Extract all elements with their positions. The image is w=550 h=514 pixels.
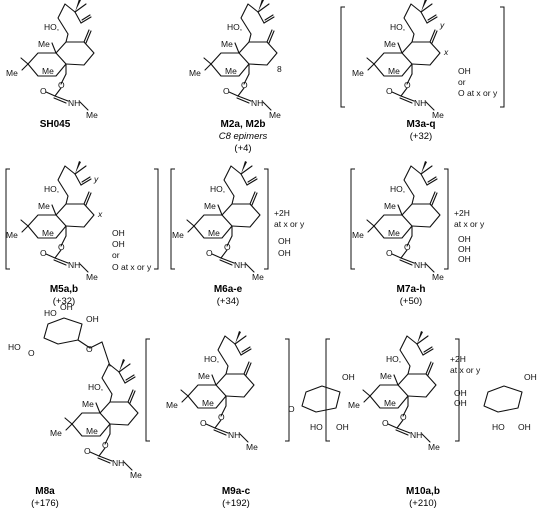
svg-text:OH: OH bbox=[112, 239, 125, 249]
shift-m5: (+32) bbox=[53, 296, 75, 307]
shift-m2: (+4) bbox=[234, 143, 251, 154]
structure-m2: 8 bbox=[189, 0, 282, 120]
shift-m9: (+192) bbox=[222, 498, 250, 509]
shift-m6: (+34) bbox=[217, 296, 239, 307]
svg-text:+2H: +2H bbox=[454, 208, 470, 218]
structure-m10: +2H at x or y OH OH OH HO OH bbox=[348, 330, 537, 452]
svg-text:+2H: +2H bbox=[274, 208, 290, 218]
svg-text:at x or y: at x or y bbox=[274, 219, 305, 229]
svg-text:O at x or y: O at x or y bbox=[112, 262, 152, 272]
shift-m3: (+32) bbox=[410, 131, 432, 142]
svg-text:O: O bbox=[288, 404, 295, 414]
svg-text:OH: OH bbox=[112, 228, 125, 238]
svg-text:OH: OH bbox=[458, 254, 471, 264]
label-sh045: SH045 bbox=[40, 119, 71, 130]
sub-m2: C8 epimers bbox=[219, 131, 268, 142]
svg-text:OH: OH bbox=[458, 244, 471, 254]
svg-text:O: O bbox=[28, 348, 35, 358]
svg-text:8: 8 bbox=[277, 64, 282, 74]
svg-text:at x or y: at x or y bbox=[454, 219, 485, 229]
svg-text:OH: OH bbox=[336, 422, 349, 432]
svg-text:OH: OH bbox=[278, 248, 291, 258]
svg-text:OH: OH bbox=[278, 236, 291, 246]
svg-text:or: or bbox=[112, 250, 120, 260]
structure-m9: O OH HO OH bbox=[166, 330, 355, 452]
svg-text:OH: OH bbox=[518, 422, 531, 432]
structure-m8: HO OH OH HO O O bbox=[8, 302, 143, 480]
svg-text:x: x bbox=[443, 47, 449, 57]
structure-m3: y x OH or O at x or y bbox=[352, 0, 498, 120]
shift-m7: (+50) bbox=[400, 296, 422, 307]
svg-text:at x or y: at x or y bbox=[450, 365, 481, 375]
bracket-m10 bbox=[325, 338, 460, 442]
svg-text:HO: HO bbox=[44, 308, 57, 318]
svg-text:or: or bbox=[458, 77, 466, 87]
label-m5: M5a,b bbox=[50, 284, 78, 295]
svg-text:O at x or y: O at x or y bbox=[458, 88, 498, 98]
structure-m6: +2H at x or y OH OH bbox=[172, 160, 305, 282]
label-m2: M2a, M2b bbox=[220, 119, 265, 130]
bracket-m6 bbox=[170, 168, 269, 270]
shift-m8: (+176) bbox=[31, 498, 59, 509]
svg-text:OH: OH bbox=[524, 372, 537, 382]
svg-text:OH: OH bbox=[458, 66, 471, 76]
structure-m5: y x OH OH or O at x or y bbox=[6, 160, 152, 282]
label-m7: M7a-h bbox=[397, 284, 426, 295]
label-m6: M6a-e bbox=[214, 284, 243, 295]
bracket-m9 bbox=[145, 338, 290, 442]
bracket-m3 bbox=[340, 6, 505, 108]
svg-text:x: x bbox=[97, 209, 103, 219]
svg-text:+2H: +2H bbox=[450, 354, 466, 364]
label-m9: M9a-c bbox=[222, 486, 251, 497]
svg-text:OH: OH bbox=[60, 302, 73, 312]
svg-text:y: y bbox=[93, 174, 99, 184]
svg-text:HO: HO bbox=[310, 422, 323, 432]
svg-text:HO: HO bbox=[8, 342, 21, 352]
svg-text:OH: OH bbox=[86, 314, 99, 324]
svg-text:OH: OH bbox=[458, 234, 471, 244]
structure-sh045 bbox=[6, 0, 99, 120]
label-m8: M8a bbox=[35, 486, 55, 497]
svg-text:OH: OH bbox=[454, 398, 467, 408]
structure-m7: +2H at x or y OH OH OH bbox=[352, 160, 485, 282]
bracket-m7 bbox=[350, 168, 449, 270]
svg-text:O: O bbox=[86, 344, 93, 354]
label-m10: M10a,b bbox=[406, 486, 440, 497]
label-m3: M3a-q bbox=[407, 119, 436, 130]
shift-m10: (+210) bbox=[409, 498, 437, 509]
svg-text:OH: OH bbox=[454, 388, 467, 398]
svg-text:y: y bbox=[439, 20, 445, 30]
svg-text:HO: HO bbox=[492, 422, 505, 432]
svg-text:OH: OH bbox=[342, 372, 355, 382]
bracket-m5 bbox=[5, 168, 159, 270]
